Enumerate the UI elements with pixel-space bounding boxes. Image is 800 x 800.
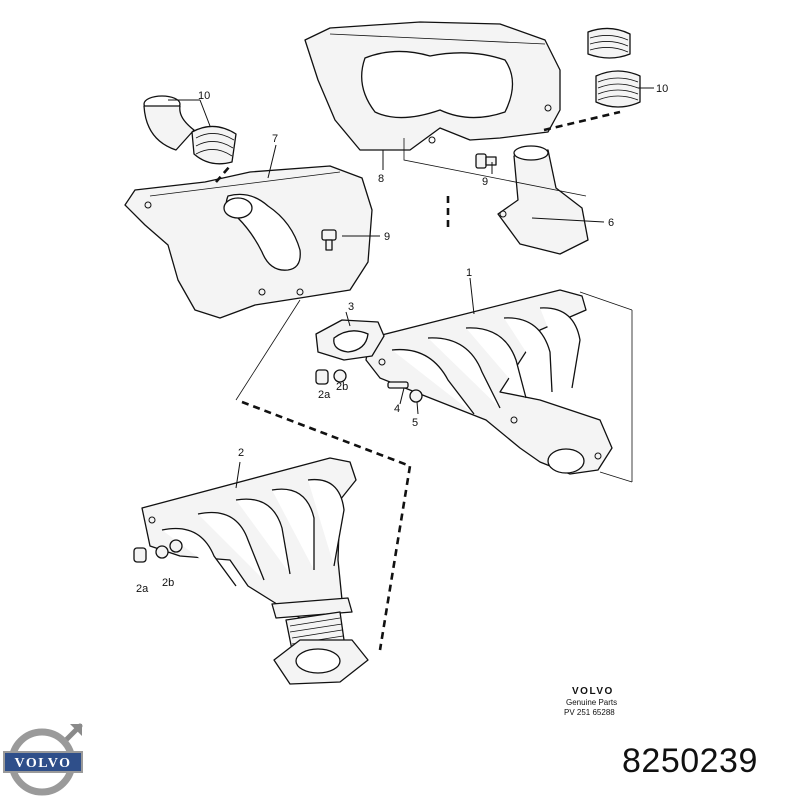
callout-2: 2	[238, 447, 244, 459]
stud-2a-upper	[315, 369, 329, 385]
callout-9-left: 9	[384, 231, 390, 243]
callout-10-left: 10	[198, 90, 210, 102]
volvo-logo-icon: VOLVO	[3, 723, 83, 796]
callout-7: 7	[272, 133, 278, 145]
callout-5: 5	[412, 417, 418, 429]
genuine-parts-block: VOLVO Genuine Parts PV 251 65288	[564, 686, 617, 717]
flex-pipe-flange	[271, 597, 369, 685]
part-number: 8250239	[622, 742, 758, 780]
callout-labels: 10 10 7 8 9 9 6 1 3 2a 2b 4 5 2 2a 2b	[136, 83, 668, 595]
heat-shield-left	[124, 165, 373, 319]
drawing-code: PV 251 65288	[564, 708, 615, 717]
logo-wordmark: VOLVO	[15, 756, 72, 771]
nut-2b-upper	[333, 369, 347, 383]
callout-2a-lower: 2a	[136, 583, 149, 595]
nut-5	[409, 389, 423, 403]
callout-4: 4	[394, 403, 400, 415]
hose-bellows-left	[143, 95, 237, 165]
manifold-gasket	[315, 319, 385, 361]
callout-2b-upper: 2b	[336, 381, 348, 393]
adapter-pipe	[497, 145, 589, 255]
callout-9-upper: 9	[482, 176, 488, 188]
brand-wordmark: VOLVO	[572, 686, 614, 697]
callout-8: 8	[378, 173, 384, 185]
stud-2a-lower	[133, 547, 147, 563]
heat-shield-upper	[304, 21, 561, 151]
exhaust-manifold-lower	[141, 457, 357, 619]
callout-2b-lower: 2b	[162, 577, 174, 589]
callout-1: 1	[466, 267, 472, 279]
callout-10-right: 10	[656, 83, 668, 95]
callout-2a-upper: 2a	[318, 389, 331, 401]
nut-2b-lower	[155, 539, 183, 559]
callout-6: 6	[608, 217, 614, 229]
assembly-dashed-lines	[215, 110, 621, 651]
brand-subtitle: Genuine Parts	[566, 698, 617, 707]
bolt-left	[321, 229, 337, 251]
leader-lines	[168, 87, 654, 489]
bolt-upper	[475, 153, 497, 169]
hose-bellows-right	[587, 27, 641, 108]
callout-3: 3	[348, 301, 354, 313]
stud-4	[387, 381, 409, 389]
